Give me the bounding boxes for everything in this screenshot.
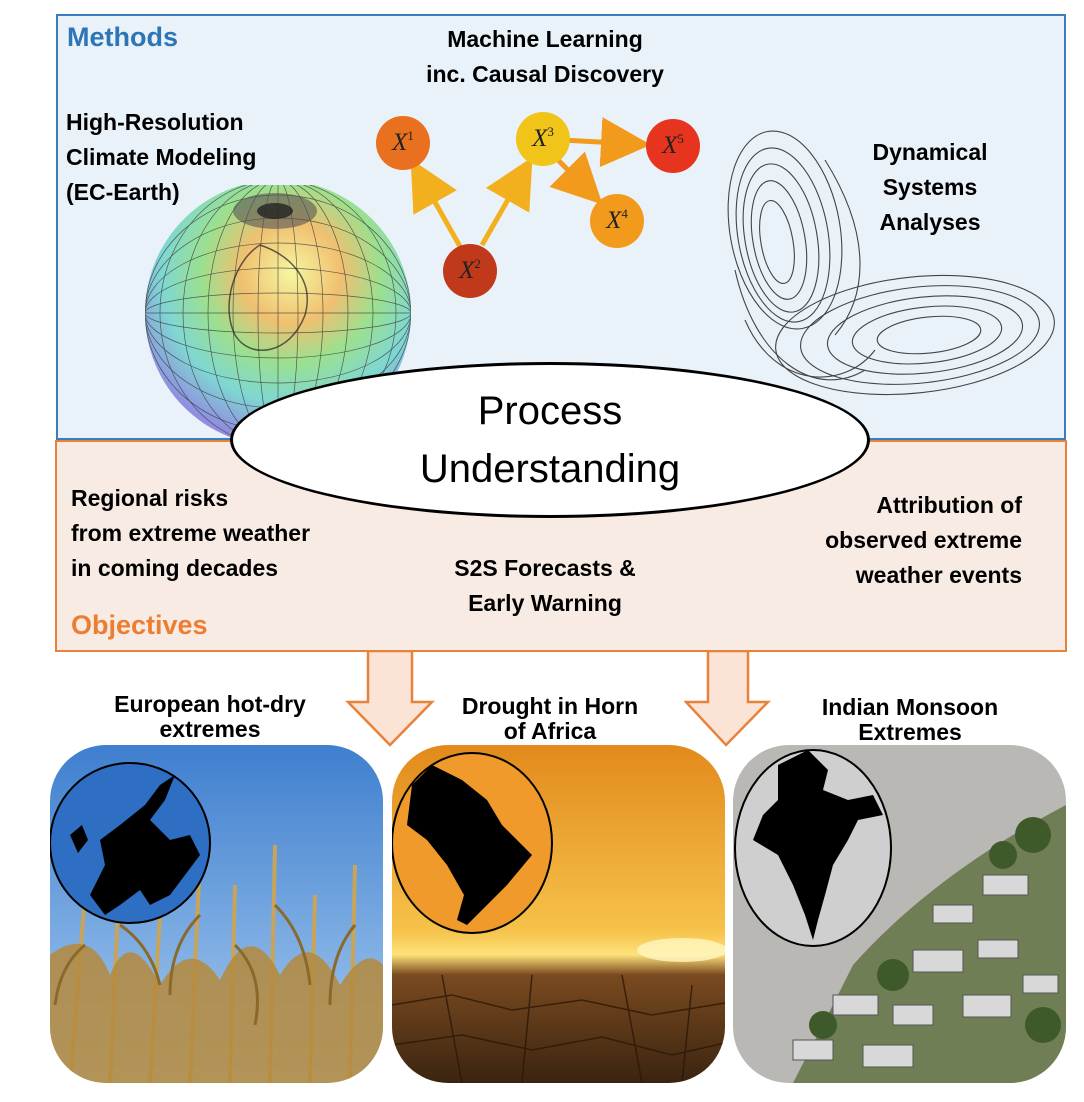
process-understanding-ellipse: Process Understanding xyxy=(230,362,870,518)
region-title-africa: Drought in Horn of Africa xyxy=(461,693,639,744)
methods-title: Methods xyxy=(67,22,178,52)
center-line-1: Process xyxy=(477,389,623,433)
region-title-india: Indian Monsoon Extremes xyxy=(821,694,999,745)
center-line-2: Understanding xyxy=(419,447,681,491)
attribution-label: Attribution of observed extreme weather … xyxy=(825,492,1022,588)
objectives-title: Objectives xyxy=(71,610,208,640)
edge-x2-x3 xyxy=(479,156,533,247)
down-arrow-left xyxy=(345,650,435,747)
dynamical-systems-label: Dynamical Systems Analyses xyxy=(872,139,988,235)
regional-risks-label: Regional risks from extreme weather in c… xyxy=(71,485,311,581)
down-arrow-right xyxy=(684,650,771,747)
forecasts-label: S2S Forecasts & Early Warning xyxy=(454,555,636,616)
climate-modeling-label: High-Resolution Climate Modeling (EC-Ear… xyxy=(66,109,257,205)
machine-learning-label: Machine Learning inc. Causal Discovery xyxy=(426,26,664,87)
edge-x3-x5 xyxy=(561,117,651,168)
africa-photo xyxy=(392,745,725,1083)
lorenz-attractor-plot xyxy=(727,130,1055,396)
region-title-europe: European hot-dry extremes xyxy=(114,691,306,742)
europe-photo xyxy=(50,745,383,1083)
edge-x2-x1 xyxy=(410,158,465,252)
causal-graph-edges xyxy=(410,117,651,252)
edge-x3-x4 xyxy=(549,151,603,205)
india-photo xyxy=(733,745,1066,1083)
